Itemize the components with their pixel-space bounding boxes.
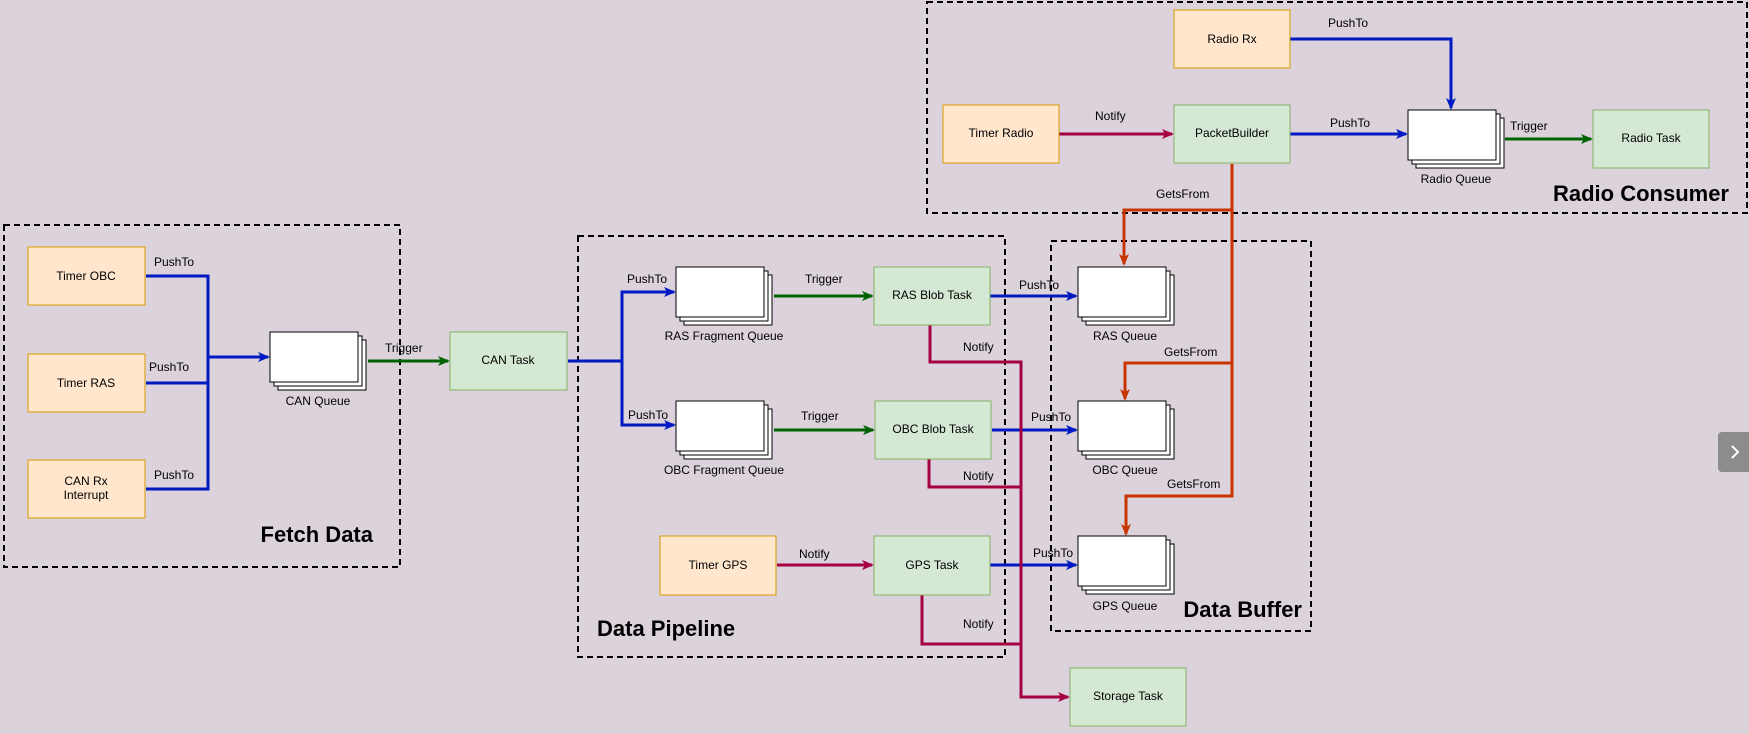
edge-label-pushto: PushTo bbox=[627, 272, 667, 286]
node-label: OBC Queue bbox=[1092, 463, 1158, 477]
edge-label-notify: Notify bbox=[963, 469, 994, 483]
node-timer-obc: Timer OBC bbox=[27, 246, 146, 306]
node-label: GPS Queue bbox=[1093, 599, 1158, 613]
node-radio-rx: Radio Rx bbox=[1173, 9, 1291, 69]
node-ras-queue: RAS Queue bbox=[1077, 266, 1175, 343]
node-can-rx-interrupt: CAN Rx Interrupt bbox=[27, 459, 146, 519]
edge-radio-rx-to-radio-queue bbox=[1290, 37, 1456, 110]
edge-label-pushto: PushTo bbox=[1330, 116, 1370, 130]
group-data-pipeline: Data Pipeline bbox=[577, 235, 1006, 658]
edge-packetbuilder-getsfrom-ras-queue bbox=[1119, 208, 1232, 266]
edge-label-pushto: PushTo bbox=[154, 468, 194, 482]
node-label: Timer OBC bbox=[56, 269, 116, 283]
node-label: RAS Blob Task bbox=[892, 288, 973, 302]
edge-label-trigger: Trigger bbox=[1510, 119, 1548, 133]
edge-label-pushto: PushTo bbox=[628, 408, 668, 422]
edge-packetbuilder-getsfrom-gps-queue bbox=[1121, 164, 1234, 536]
node-label: PacketBuilder bbox=[1195, 126, 1269, 140]
node-gps-task: GPS Task bbox=[873, 535, 991, 596]
node-label: Timer Radio bbox=[969, 126, 1034, 140]
node-ras-blob-task: RAS Blob Task bbox=[873, 266, 991, 326]
edge-label-pushto: PushTo bbox=[1328, 16, 1368, 30]
node-obc-queue: OBC Queue bbox=[1077, 400, 1175, 477]
edge-label-trigger: Trigger bbox=[385, 341, 423, 355]
edge-label-notify: Notify bbox=[799, 547, 830, 561]
node-label: Storage Task bbox=[1093, 689, 1164, 703]
edge-obc-blob-task-to-storage-task bbox=[927, 459, 1021, 489]
group-radio-consumer: Radio Consumer bbox=[926, 1, 1748, 214]
edge-label-notify: Notify bbox=[963, 340, 994, 354]
node-label: Timer RAS bbox=[57, 376, 115, 390]
edge-label-pushto: PushTo bbox=[154, 255, 194, 269]
node-label-line-1: CAN Rx bbox=[64, 474, 107, 488]
node-label: CAN Task bbox=[481, 353, 535, 367]
edge-label-getsfrom: GetsFrom bbox=[1167, 477, 1220, 491]
node-label: GPS Task bbox=[905, 558, 959, 572]
edge-ras-blob-task-to-storage-task bbox=[928, 325, 1070, 702]
node-label: OBC Fragment Queue bbox=[664, 463, 784, 477]
node-radio-queue: Radio Queue bbox=[1407, 109, 1505, 186]
node-ras-fragment-queue: RAS Fragment Queue bbox=[665, 266, 784, 343]
node-obc-blob-task: OBC Blob Task bbox=[874, 400, 992, 460]
group-title-data-buffer: Data Buffer bbox=[1183, 597, 1302, 622]
group-fetch-data: Fetch Data bbox=[3, 224, 401, 568]
node-packetbuilder: PacketBuilder bbox=[1173, 104, 1291, 164]
node-gps-queue: GPS Queue bbox=[1077, 535, 1175, 613]
node-radio-task: Radio Task bbox=[1592, 109, 1710, 169]
edge-label-pushto: PushTo bbox=[149, 360, 189, 374]
edge-label-getsfrom: GetsFrom bbox=[1156, 187, 1209, 201]
node-label: Radio Queue bbox=[1421, 172, 1492, 186]
node-label: RAS Queue bbox=[1093, 329, 1157, 343]
edge-packetbuilder-getsfrom-obc-queue bbox=[1120, 361, 1232, 401]
node-obc-fragment-queue: OBC Fragment Queue bbox=[664, 400, 784, 477]
chevron-right-icon bbox=[1731, 445, 1740, 459]
edge-label-trigger: Trigger bbox=[801, 409, 839, 423]
node-label: Radio Rx bbox=[1207, 32, 1256, 46]
node-can-queue: CAN Queue bbox=[269, 331, 367, 408]
node-timer-gps: Timer GPS bbox=[659, 535, 777, 596]
node-label: OBC Blob Task bbox=[892, 422, 974, 436]
edge-label-notify: Notify bbox=[963, 617, 994, 631]
edge-can-task-to-obc-fragment-queue bbox=[620, 361, 676, 430]
edge-label-notify: Notify bbox=[1095, 109, 1126, 123]
edge-can-task-to-ras-fragment-queue bbox=[568, 287, 676, 363]
edge-label-trigger: Trigger bbox=[805, 272, 843, 286]
node-can-task: CAN Task bbox=[449, 331, 568, 391]
node-label: CAN Queue bbox=[286, 394, 351, 408]
node-timer-ras: Timer RAS bbox=[27, 353, 146, 413]
edge-gps-task-to-storage-task bbox=[920, 595, 1021, 646]
edge-can-rx-to-can-queue bbox=[146, 357, 210, 491]
node-label-line-2: Interrupt bbox=[64, 488, 109, 502]
group-data-buffer: Data Buffer bbox=[1050, 240, 1312, 632]
node-label: RAS Fragment Queue bbox=[665, 329, 784, 343]
node-storage-task: Storage Task bbox=[1069, 667, 1187, 727]
group-title-fetch-data: Fetch Data bbox=[261, 522, 374, 547]
edge-label-pushto: PushTo bbox=[1033, 546, 1073, 560]
node-label: Radio Task bbox=[1621, 131, 1681, 145]
node-label: Timer GPS bbox=[689, 558, 748, 572]
group-title-data-pipeline: Data Pipeline bbox=[597, 616, 735, 641]
edge-timer-obc-to-can-queue bbox=[146, 274, 270, 362]
group-title-radio-consumer: Radio Consumer bbox=[1553, 181, 1729, 206]
side-panel-toggle-button[interactable] bbox=[1718, 432, 1749, 472]
edge-label-getsfrom: GetsFrom bbox=[1164, 345, 1217, 359]
node-timer-radio: Timer Radio bbox=[942, 104, 1060, 164]
edge-label-pushto: PushTo bbox=[1019, 278, 1059, 292]
edge-label-pushto: PushTo bbox=[1031, 410, 1071, 424]
